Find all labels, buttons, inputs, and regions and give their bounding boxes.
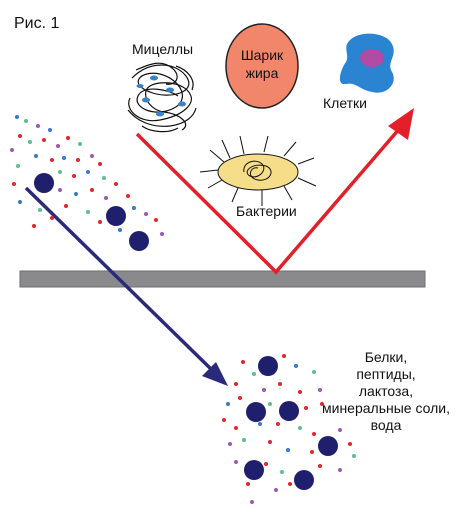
permeate-particles xyxy=(222,354,356,504)
feed-particles xyxy=(10,115,164,251)
retentate-arrow xyxy=(135,108,414,275)
membrane xyxy=(19,270,426,288)
permeate-arrow xyxy=(24,186,228,386)
cell-blob-icon xyxy=(339,33,394,93)
cells-label: Клетки xyxy=(323,95,367,111)
permeate-label-line4: минеральные соли, xyxy=(322,400,450,416)
micelle-tangle-icon xyxy=(127,62,197,133)
permeate-label-line3: лактоза, xyxy=(359,383,413,399)
figure-label: Рис. 1 xyxy=(14,15,60,32)
bacteria-label: Бактерии xyxy=(236,203,297,219)
permeate-label-line2: пептиды, xyxy=(356,366,415,382)
permeate-label-line5: вода xyxy=(371,417,402,433)
permeate-label: Белки, пептиды, лактоза, минеральные сол… xyxy=(322,349,450,433)
permeate-label-line1: Белки, xyxy=(365,349,408,365)
bacterium-icon xyxy=(199,135,317,206)
micelles-label: Мицеллы xyxy=(132,41,193,57)
fat-globule-icon xyxy=(225,23,299,109)
fat-globule-label-line2: жира xyxy=(246,65,279,81)
fat-globule-label-line1: Шарик xyxy=(241,47,284,63)
